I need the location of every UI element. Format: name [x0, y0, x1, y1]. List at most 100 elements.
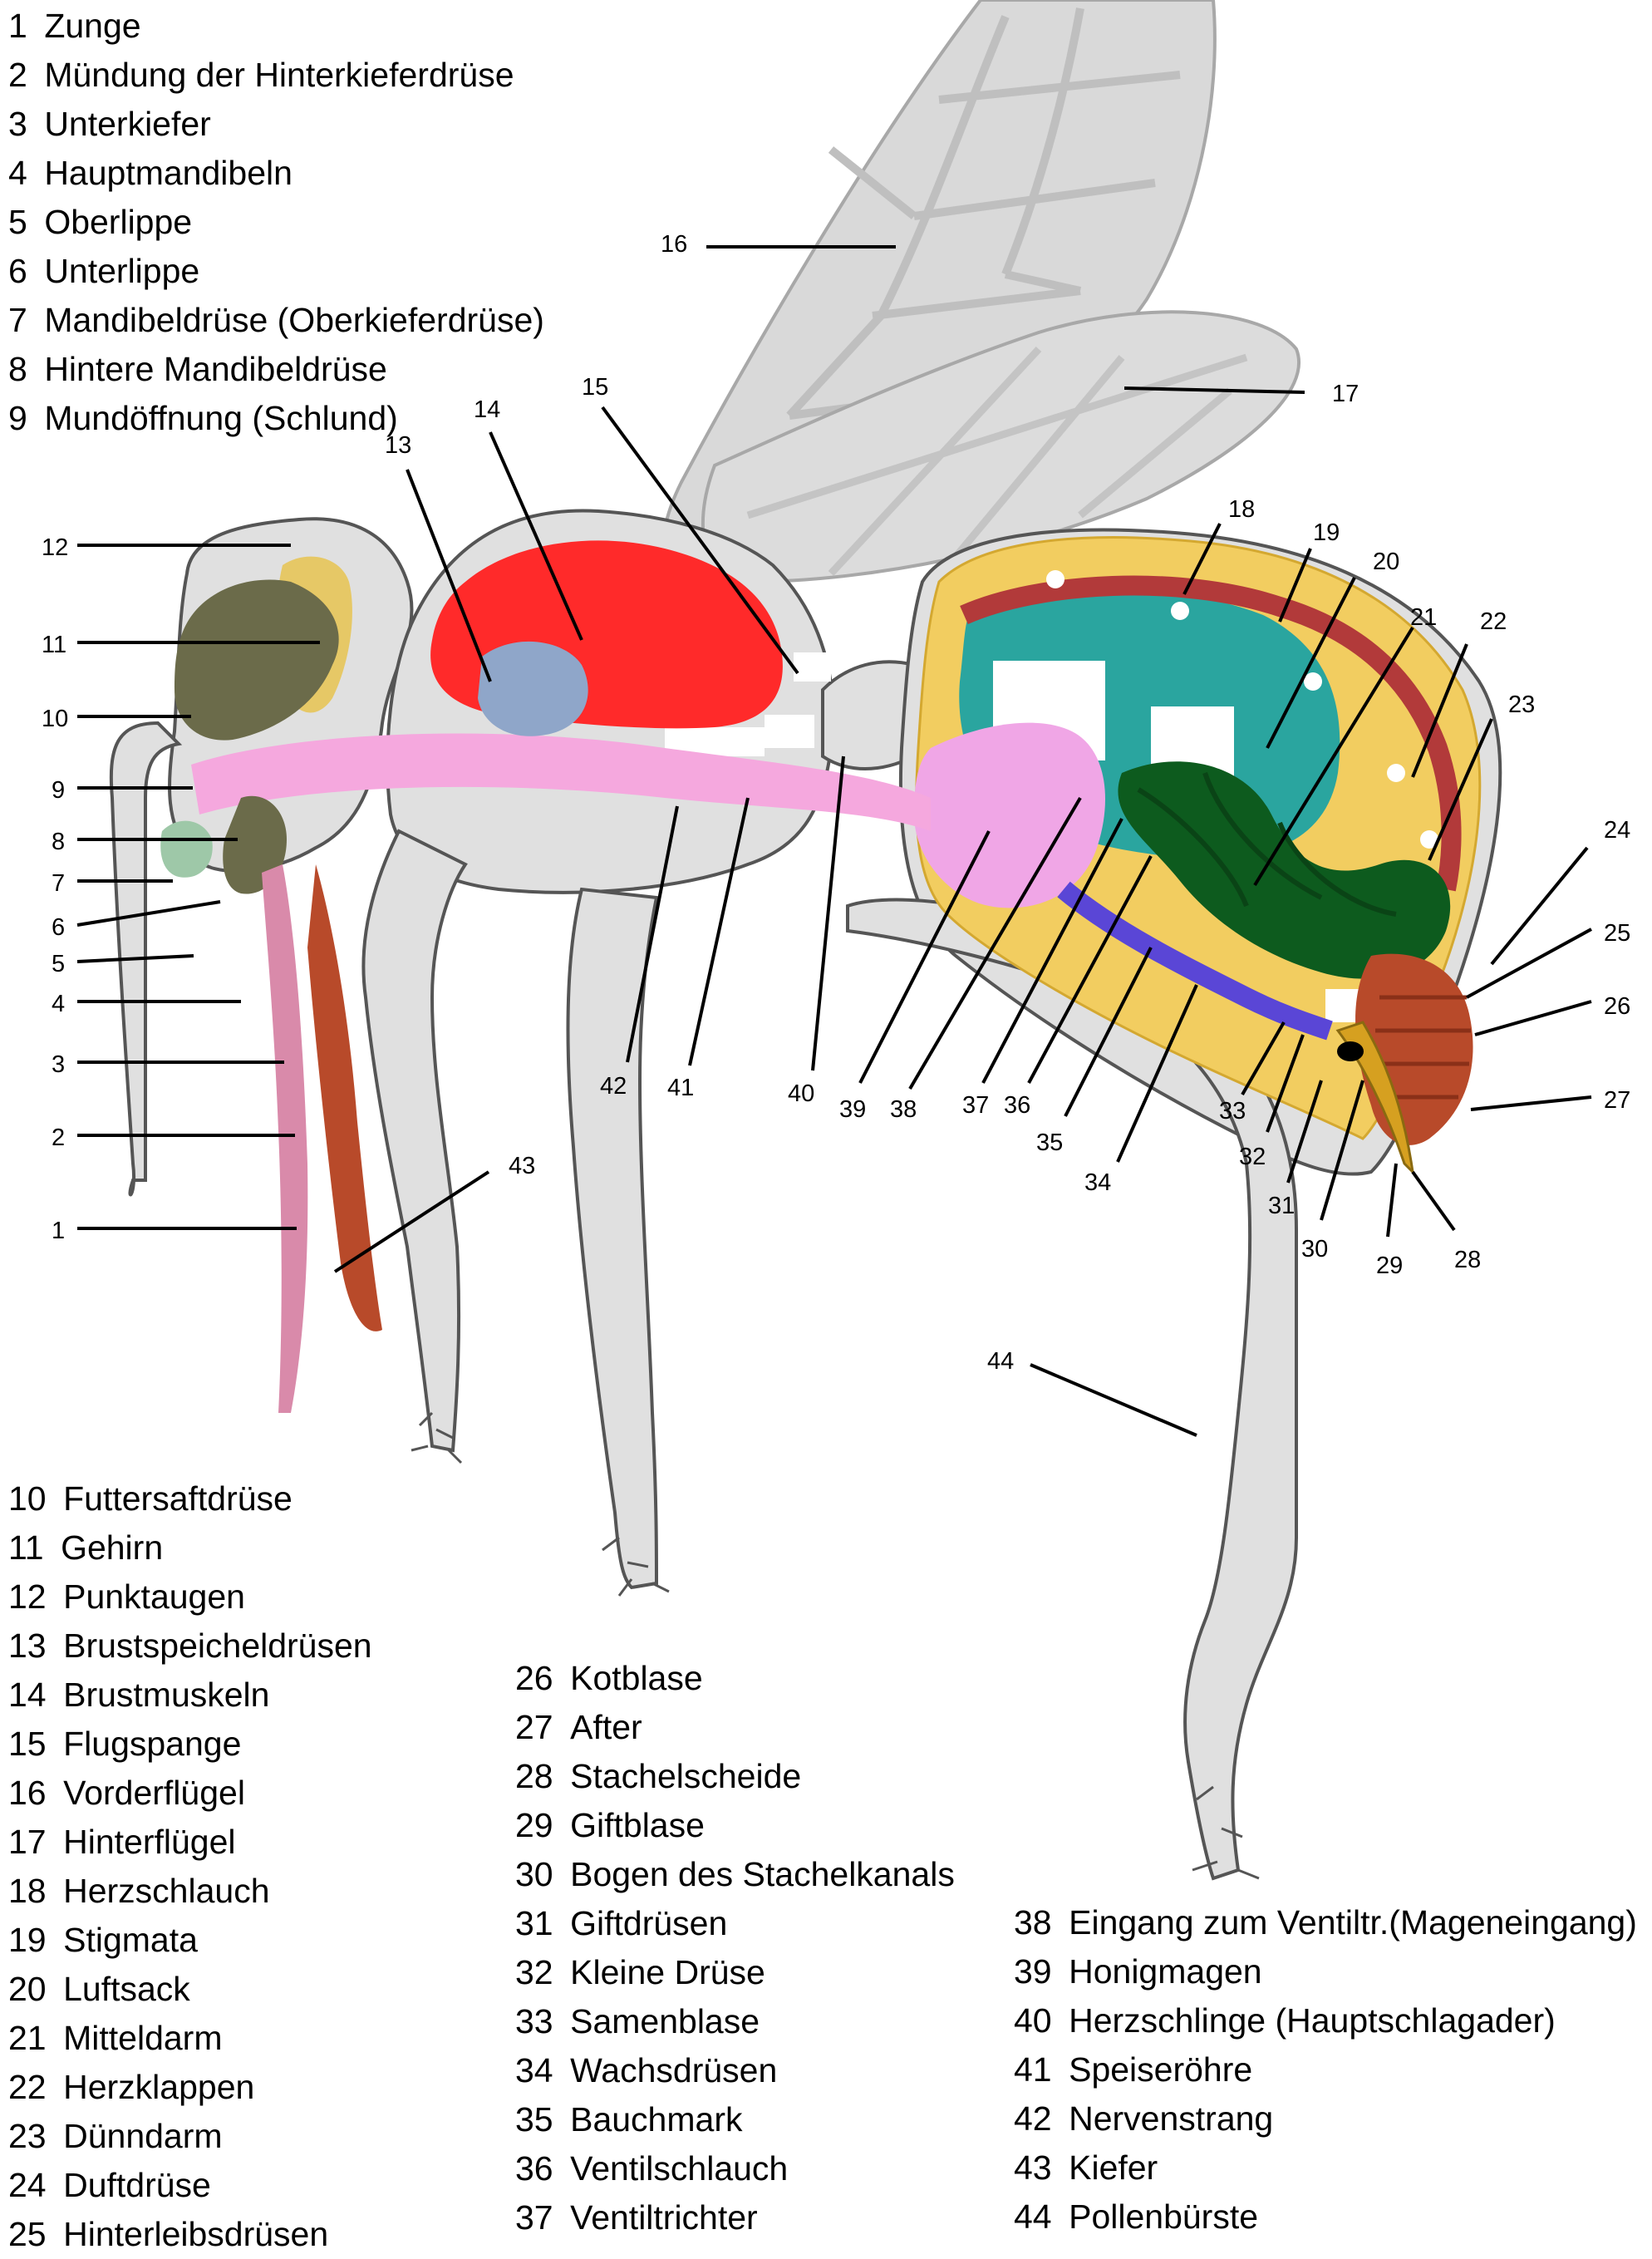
callout-20: 20: [1373, 549, 1399, 575]
legend-label: Herzklappen: [63, 2068, 254, 2106]
callout-27: 27: [1604, 1087, 1630, 1114]
legend-label: Samenblase: [570, 2002, 760, 2040]
legend-label: Bogen des Stachelkanals: [570, 1855, 955, 1893]
legend-number: 4: [8, 149, 27, 198]
callout-7: 7: [52, 870, 65, 897]
legend-number: 20: [8, 1965, 47, 2014]
legend-label: Punktaugen: [63, 1577, 245, 1616]
legend-item: 44 Pollenbürste: [1014, 2193, 1637, 2242]
legend-number: 40: [1014, 1996, 1052, 2045]
callout-33: 33: [1219, 1098, 1246, 1125]
legend-label: Nervenstrang: [1069, 2099, 1273, 2138]
honey-stomach: [914, 723, 1105, 908]
legend-number: 16: [8, 1769, 47, 1818]
legend-number: 35: [515, 2095, 553, 2144]
legend-number: 14: [8, 1671, 47, 1720]
legend-label: Herzschlauch: [63, 1872, 269, 1910]
legend-item: 9 Mundöffnung (Schlund): [8, 394, 544, 443]
legend-item: 5 Oberlippe: [8, 198, 544, 247]
legend-label: Pollenbürste: [1069, 2197, 1258, 2236]
legend-number: 26: [515, 1654, 553, 1703]
legend-number: 21: [8, 2014, 47, 2063]
legend-number: 29: [515, 1801, 553, 1850]
legend-number: 11: [8, 1523, 44, 1572]
callout-43: 43: [509, 1153, 535, 1179]
proboscis: [262, 864, 307, 1413]
legend-number: 27: [515, 1703, 553, 1752]
callout-31: 31: [1268, 1193, 1295, 1219]
legend-number: 6: [8, 247, 27, 296]
legend-item: 7 Mandibeldrüse (Oberkieferdrüse): [8, 296, 544, 345]
front-leg: [363, 831, 465, 1450]
mandibular-gland: [160, 821, 213, 878]
legend-item: 36 Ventilschlauch: [515, 2144, 955, 2193]
legend-label: Zunge: [44, 7, 140, 45]
legend-number: 32: [515, 1948, 553, 1997]
legend-item: 26 Kotblase: [515, 1654, 955, 1703]
callout-25: 25: [1604, 920, 1630, 947]
legend-label: Kiefer: [1069, 2148, 1158, 2187]
callout-9: 9: [52, 777, 65, 804]
legend-item: 35 Bauchmark: [515, 2095, 955, 2144]
callout-3: 3: [52, 1051, 65, 1078]
legend-label: Gehirn: [61, 1528, 163, 1567]
legend-number: 43: [1014, 2143, 1052, 2193]
legend-item: 30 Bogen des Stachelkanals: [515, 1850, 955, 1899]
legend-item: 25 Hinterleibsdrüsen: [8, 2210, 372, 2259]
legend-label: Bauchmark: [570, 2100, 742, 2138]
legend-number: 39: [1014, 1947, 1052, 1996]
legend-label: Unterkiefer: [44, 105, 211, 143]
legend-item: 27 After: [515, 1703, 955, 1752]
legend-label: Duftdrüse: [63, 2166, 211, 2204]
legend-label: Speiseröhre: [1069, 2050, 1252, 2089]
legend-item: 22 Herzklappen: [8, 2063, 372, 2112]
legend-label: Flugspange: [63, 1725, 241, 1763]
legend-number: 36: [515, 2144, 553, 2193]
legend-label: Hintere Mandibeldrüse: [44, 350, 387, 388]
legend-label: Brustspeicheldrüsen: [63, 1627, 371, 1665]
legend-label: Oberlippe: [44, 203, 192, 241]
legend-column-3: 38 Eingang zum Ventiltr.(Mageneingang)39…: [1014, 1898, 1637, 2242]
legend-label: Hinterflügel: [63, 1823, 235, 1861]
callout-6: 6: [52, 914, 65, 941]
legend-label: Dünndarm: [63, 2117, 222, 2155]
legend-item: 12 Punktaugen: [8, 1572, 372, 1622]
legend-label: Hinterleibsdrüsen: [63, 2215, 328, 2253]
callout-1: 1: [52, 1218, 65, 1244]
legend-label: Stachelscheide: [570, 1757, 801, 1795]
legend-item: 28 Stachelscheide: [515, 1752, 955, 1801]
callout-22: 22: [1480, 608, 1507, 635]
legend-item: 19 Stigmata: [8, 1916, 372, 1965]
legend-number: 34: [515, 2046, 553, 2095]
legend-label: Kotblase: [570, 1659, 703, 1697]
callout-39: 39: [839, 1096, 866, 1123]
callout-23: 23: [1508, 691, 1535, 718]
legend-label: Luftsack: [63, 1970, 190, 2008]
legend-item: 32 Kleine Drüse: [515, 1948, 955, 1997]
legend-number: 7: [8, 296, 27, 345]
legend-item: 23 Dünndarm: [8, 2112, 372, 2161]
callout-41: 41: [667, 1075, 694, 1101]
callout-2: 2: [52, 1125, 65, 1151]
legend-item: 40 Herzschlinge (Hauptschlagader): [1014, 1996, 1637, 2045]
middle-leg: [568, 889, 656, 1587]
legend-label: After: [570, 1708, 642, 1746]
callout-28: 28: [1454, 1247, 1481, 1273]
legend-number: 13: [8, 1622, 47, 1671]
callout-5: 5: [52, 951, 65, 977]
callout-10: 10: [42, 706, 68, 732]
legend-number: 5: [8, 198, 27, 247]
legend-item: 43 Kiefer: [1014, 2143, 1637, 2193]
legend-item: 18 Herzschlauch: [8, 1867, 372, 1916]
legend-item: 39 Honigmagen: [1014, 1947, 1637, 1996]
legend-item: 21 Mitteldarm: [8, 2014, 372, 2063]
legend-item: 42 Nervenstrang: [1014, 2094, 1637, 2143]
legend-number: 3: [8, 100, 27, 149]
legend-number: 18: [8, 1867, 47, 1916]
legend-item: 17 Hinterflügel: [8, 1818, 372, 1867]
legend-number: 9: [8, 394, 27, 443]
legend-number: 23: [8, 2112, 47, 2161]
callout-8: 8: [52, 829, 65, 855]
